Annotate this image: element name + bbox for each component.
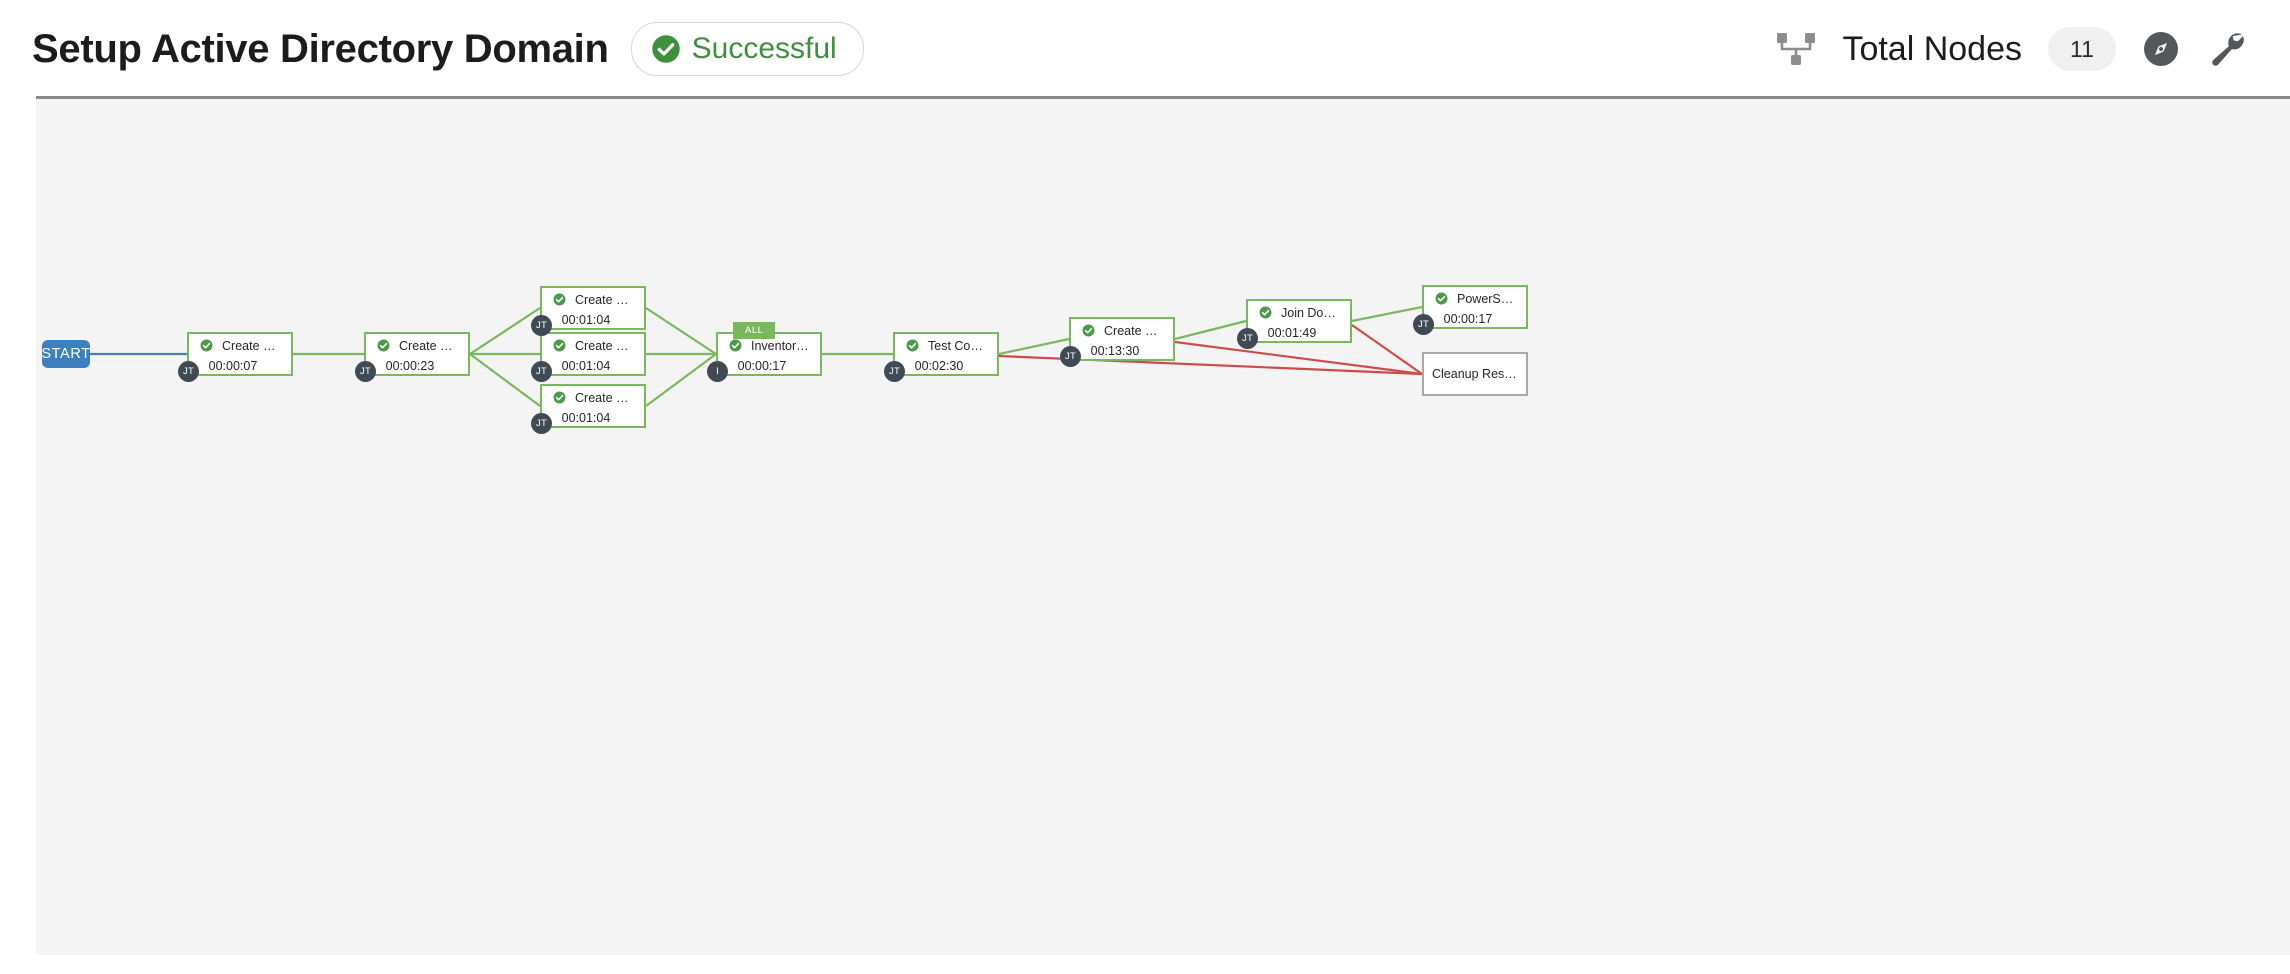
check-circle-icon bbox=[200, 339, 213, 352]
credential-badge[interactable]: JT bbox=[1413, 314, 1434, 335]
node-title: PowerShell Validation bbox=[1457, 291, 1516, 306]
credential-badge[interactable]: JT bbox=[884, 361, 905, 382]
node-title: Create Domain Contr... bbox=[575, 292, 634, 307]
start-node-label: START bbox=[41, 346, 91, 362]
node-join-domain[interactable]: Join Domain 00:01:49 bbox=[1246, 299, 1352, 343]
node-cleanup-resources[interactable]: Cleanup Resources bbox=[1422, 352, 1528, 396]
status-label: Successful bbox=[691, 32, 837, 65]
node-title-row: Create Computer (2) bbox=[542, 387, 644, 408]
header-divider bbox=[36, 96, 2290, 99]
node-create-keypair[interactable]: Create Keypair 00:00:07 bbox=[187, 332, 293, 376]
inventory-badge[interactable]: I bbox=[707, 361, 728, 382]
check-circle-icon bbox=[651, 35, 680, 63]
node-title-row: Inventory Sync bbox=[718, 335, 820, 356]
status-badge: Successful bbox=[630, 22, 864, 76]
check-circle-icon bbox=[906, 339, 919, 352]
credential-badge[interactable]: JT bbox=[355, 361, 376, 382]
node-elapsed: 00:00:07 bbox=[208, 359, 258, 373]
page-header: Setup Active Directory Domain Successful… bbox=[0, 0, 2290, 98]
node-elapsed: 00:13:30 bbox=[1090, 344, 1140, 358]
node-title: Create Computer (2) bbox=[575, 390, 634, 405]
check-circle-icon bbox=[1435, 292, 1448, 305]
node-title: Create Domain bbox=[1104, 323, 1163, 338]
credential-badge[interactable]: JT bbox=[178, 361, 199, 382]
check-circle-icon bbox=[553, 339, 566, 352]
node-title-row: Create VPC bbox=[366, 335, 468, 356]
edges-success bbox=[293, 305, 1423, 407]
node-create-computer-2[interactable]: Create Computer (2) 00:01:04 bbox=[540, 384, 646, 428]
header-left-group: Setup Active Directory Domain Successful bbox=[32, 22, 864, 76]
workflow-edges bbox=[90, 305, 1423, 407]
node-create-vpc[interactable]: Create VPC 00:00:23 bbox=[364, 332, 470, 376]
node-elapsed: 00:00:17 bbox=[737, 359, 787, 373]
node-elapsed: 00:00:23 bbox=[385, 359, 435, 373]
check-circle-icon bbox=[1259, 306, 1272, 319]
node-elapsed: 00:02:30 bbox=[914, 359, 964, 373]
node-title: Create Keypair bbox=[222, 338, 281, 353]
node-create-domain[interactable]: Create Domain 00:13:30 bbox=[1069, 317, 1175, 361]
page-title: Setup Active Directory Domain bbox=[32, 26, 609, 71]
check-circle-icon bbox=[553, 391, 566, 404]
node-elapsed: 00:01:49 bbox=[1267, 326, 1317, 340]
node-title-row: Cleanup Resources bbox=[1424, 367, 1526, 381]
node-elapsed: 00:01:04 bbox=[561, 411, 611, 425]
node-title: Test Connectivity bbox=[928, 338, 987, 353]
total-nodes-count-badge: 11 bbox=[2048, 27, 2116, 71]
node-title-row: Create Domain bbox=[1071, 320, 1173, 341]
node-title: Cleanup Resources bbox=[1432, 367, 1518, 381]
credential-badge[interactable]: JT bbox=[531, 315, 552, 336]
check-circle-icon bbox=[553, 293, 566, 306]
node-title: Create VPC bbox=[399, 338, 458, 353]
node-title: Create Computer (1) bbox=[575, 338, 634, 353]
node-inventory-sync[interactable]: Inventory Sync 00:00:17 bbox=[716, 332, 822, 376]
node-elapsed: 00:01:04 bbox=[561, 359, 611, 373]
node-title: Join Domain bbox=[1281, 305, 1340, 320]
node-title-row: Join Domain bbox=[1248, 302, 1350, 323]
node-title-row: Test Connectivity bbox=[895, 335, 997, 356]
check-circle-icon bbox=[377, 339, 390, 352]
node-test-connectivity[interactable]: Test Connectivity 00:02:30 bbox=[893, 332, 999, 376]
credential-badge[interactable]: JT bbox=[531, 361, 552, 382]
wrench-icon[interactable] bbox=[2206, 29, 2248, 69]
credential-badge[interactable]: JT bbox=[531, 413, 552, 434]
compass-icon[interactable] bbox=[2142, 30, 2180, 68]
header-right-group: Total Nodes 11 bbox=[1776, 27, 2248, 71]
credential-badge[interactable]: JT bbox=[1060, 346, 1081, 367]
credential-badge[interactable]: JT bbox=[1237, 328, 1258, 349]
sitemap-icon[interactable] bbox=[1776, 32, 1816, 66]
inventory-all-tag: ALL bbox=[733, 322, 776, 339]
node-title-row: Create Computer (1) bbox=[542, 335, 644, 356]
node-elapsed: 00:00:17 bbox=[1443, 312, 1493, 326]
node-title: Inventory Sync bbox=[751, 338, 810, 353]
check-circle-icon bbox=[1082, 324, 1095, 337]
node-powershell-validation[interactable]: PowerShell Validation 00:00:17 bbox=[1422, 285, 1528, 329]
total-nodes-label: Total Nodes bbox=[1842, 29, 2022, 68]
check-circle-icon bbox=[729, 339, 742, 352]
node-title-row: PowerShell Validation bbox=[1424, 288, 1526, 309]
node-elapsed: 00:01:04 bbox=[561, 313, 611, 327]
node-title-row: Create Domain Contr... bbox=[542, 289, 644, 310]
node-title-row: Create Keypair bbox=[189, 335, 291, 356]
node-create-domain-controller[interactable]: Create Domain Contr... 00:01:04 bbox=[540, 286, 646, 330]
workflow-canvas[interactable]: START Create Keypair 00:00:07 JT Create … bbox=[36, 99, 2290, 955]
node-create-computer-1[interactable]: Create Computer (1) 00:01:04 bbox=[540, 332, 646, 376]
start-node[interactable]: START bbox=[41, 340, 91, 368]
